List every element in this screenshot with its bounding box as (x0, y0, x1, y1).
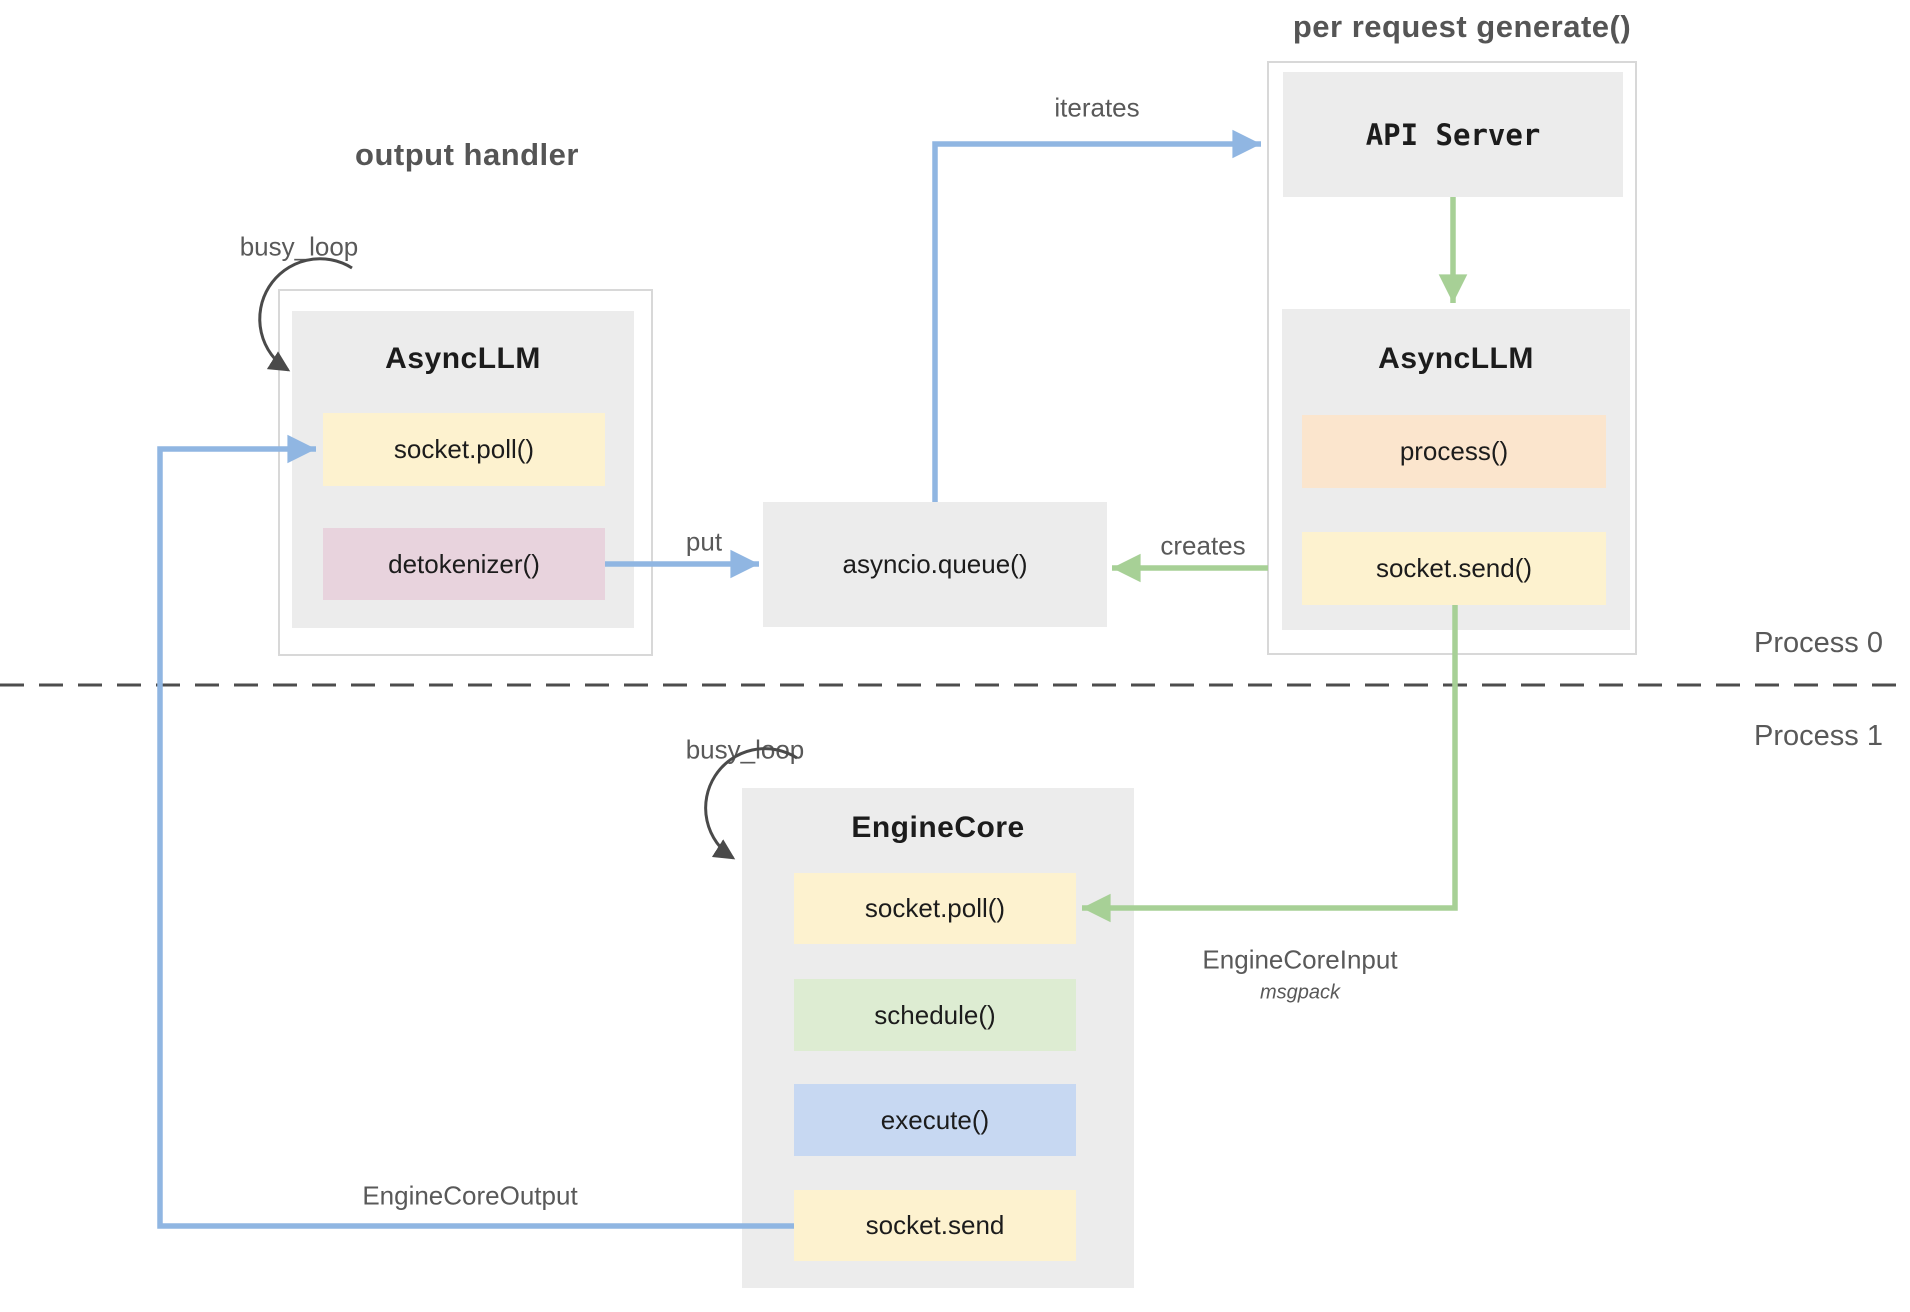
iterates-label: iterates (1054, 92, 1140, 123)
method-ec-schedule: schedule() (794, 979, 1076, 1051)
per-request-generate-title: per request generate() (1292, 9, 1632, 44)
engine-core-input-label: EngineCoreInput (1202, 944, 1398, 975)
creates-label: creates (1160, 530, 1246, 561)
method-ec-execute: execute() (794, 1084, 1076, 1156)
process-1-label: Process 1 (1754, 720, 1883, 752)
asyncio-queue-box: asyncio.queue() (763, 502, 1107, 627)
arrow-iterates (932, 129, 1261, 502)
method-detokenizer: detokenizer() (323, 528, 605, 600)
output-handler-title: output handler (355, 137, 579, 172)
msgpack-label: msgpack (1259, 981, 1341, 1004)
method-socket-poll-left: socket.poll() (323, 413, 605, 486)
method-socket-send-right: socket.send() (1302, 532, 1606, 605)
method-ec-socket-poll: socket.poll() (794, 873, 1076, 944)
put-label: put (685, 526, 723, 557)
async-llm-right-title: AsyncLLM (1378, 342, 1534, 375)
api-server-box: API Server (1283, 72, 1623, 197)
busy-loop-left-label: busy_loop (239, 231, 359, 262)
busy-loop-engine-label: busy_loop (685, 734, 805, 765)
async-llm-left-title: AsyncLLM (385, 342, 541, 375)
process-0-label: Process 0 (1754, 627, 1883, 659)
method-ec-socket-send: socket.send (794, 1190, 1076, 1261)
engine-core-title: EngineCore (851, 811, 1025, 844)
method-process: process() (1302, 415, 1606, 488)
engine-core-output-label: EngineCoreOutput (362, 1180, 578, 1211)
